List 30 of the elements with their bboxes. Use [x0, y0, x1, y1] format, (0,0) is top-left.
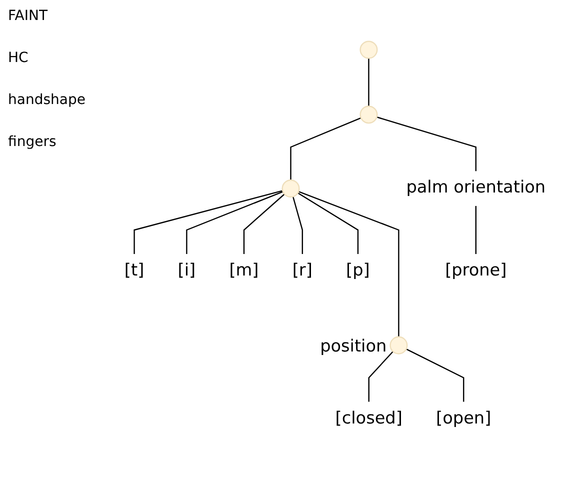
- feature-label: [prone]: [445, 261, 507, 280]
- tier-label: HC: [8, 50, 30, 66]
- branch-line: [368, 58, 370, 106]
- node-dot: [390, 336, 408, 354]
- node-dot: [282, 180, 300, 198]
- tier-label: fingers: [8, 134, 58, 150]
- branch-line: [292, 196, 303, 254]
- feature-label: [open]: [436, 408, 492, 428]
- node-caption: position: [320, 335, 387, 356]
- branch-line: [368, 351, 394, 402]
- branch-line: [298, 191, 400, 337]
- tier-label: FAINT: [8, 8, 49, 24]
- branch-line: [406, 348, 464, 402]
- branch-line: [475, 206, 476, 254]
- feature-label: [r]: [292, 261, 312, 280]
- node-dot: [360, 106, 378, 124]
- feature-label: [p]: [346, 261, 370, 280]
- branch-line: [243, 194, 285, 254]
- feature-label: [closed]: [335, 408, 402, 428]
- branch-line: [298, 192, 359, 254]
- feature-label: [t]: [124, 261, 144, 280]
- node-dot: [360, 40, 378, 59]
- feature-label: palm orientation: [406, 178, 546, 198]
- branch-line: [134, 190, 283, 254]
- feature-label: [m]: [229, 261, 259, 280]
- feature-label: [i]: [178, 261, 196, 280]
- branch-line: [186, 191, 284, 254]
- branch-line: [376, 116, 476, 172]
- tier-label: handshape: [8, 92, 86, 108]
- branch-line: [290, 117, 362, 180]
